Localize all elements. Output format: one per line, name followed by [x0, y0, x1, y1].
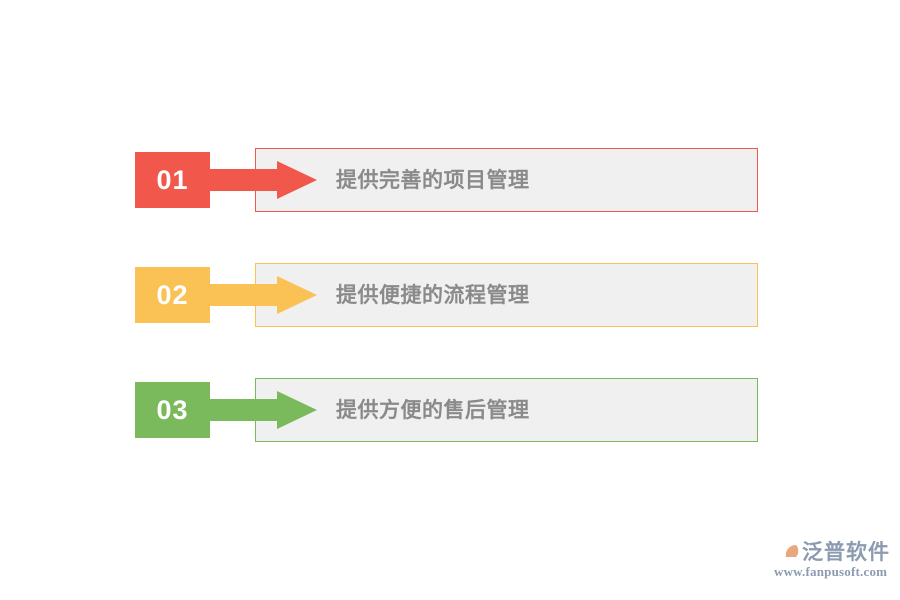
- arrow-icon: [205, 161, 317, 199]
- feature-row: 提供方便的售后管理 03: [0, 378, 900, 450]
- feature-label: 提供完善的项目管理: [336, 169, 530, 192]
- brand-logo: 泛普软件 www.fanpusoft.com: [772, 536, 892, 584]
- feature-number: 01: [156, 165, 189, 195]
- feature-number: 02: [156, 280, 189, 310]
- arrow-icon: [205, 391, 317, 429]
- feature-label: 提供方便的售后管理: [336, 399, 530, 422]
- arrow-icon: [205, 276, 317, 314]
- logo-wordmark: 泛普软件: [802, 541, 890, 564]
- feature-panel: 提供便捷的流程管理: [255, 263, 758, 327]
- feature-row: 提供完善的项目管理 01: [0, 148, 900, 220]
- feature-number-box: 03: [135, 382, 210, 438]
- feature-number-box: 01: [135, 152, 210, 208]
- feature-label: 提供便捷的流程管理: [336, 284, 530, 307]
- feature-row: 提供便捷的流程管理 02: [0, 263, 900, 335]
- feature-number: 03: [156, 395, 189, 425]
- fanpusoft-swirl-icon: [772, 538, 800, 564]
- feature-number-box: 02: [135, 267, 210, 323]
- feature-panel: 提供方便的售后管理: [255, 378, 758, 442]
- feature-panel: 提供完善的项目管理: [255, 148, 758, 212]
- logo-url: www.fanpusoft.com: [774, 564, 888, 579]
